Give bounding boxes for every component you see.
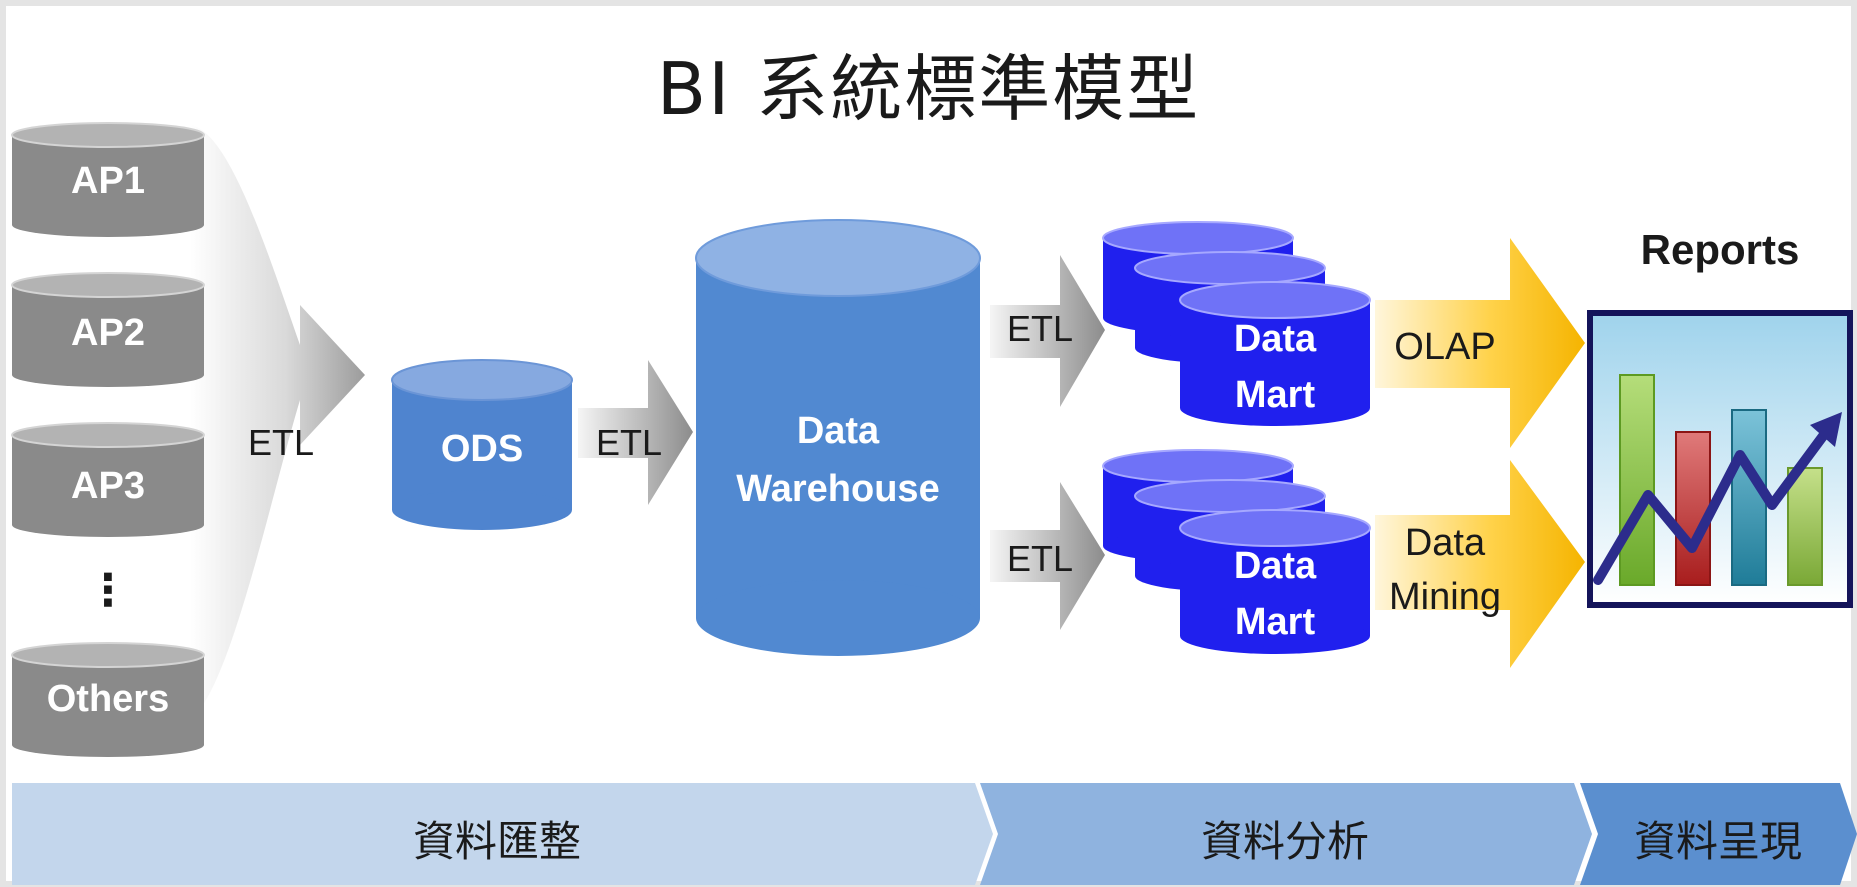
phase-label-presentation: 資料呈現 — [1633, 817, 1802, 866]
source-label-ap2: AP2 — [71, 312, 145, 354]
data-mart-stack-bottom — [1102, 449, 1371, 654]
mart-top-label-line1: Data — [1233, 318, 1317, 360]
olap-arrow — [1375, 238, 1585, 448]
olap-label: OLAP — [1394, 326, 1496, 368]
more-sources-ellipsis: ⋮ — [86, 566, 130, 615]
funnel-arrow — [190, 125, 365, 720]
phase-label-analysis: 資料分析 — [1200, 817, 1369, 866]
etl-label-mart-bottom: ETL — [1006, 538, 1074, 579]
mining-arrow — [1375, 460, 1585, 668]
mining-label-line2: Mining — [1389, 576, 1501, 618]
etl-label-sources: ETL — [247, 422, 315, 463]
phase-bar-1 — [12, 783, 993, 885]
ods-cylinder — [391, 359, 573, 530]
phase-bar-3 — [1580, 783, 1857, 885]
etl-label-mart-top: ETL — [1006, 308, 1074, 349]
source-cylinder-others — [11, 642, 205, 757]
mining-label-line1: Data — [1404, 522, 1486, 564]
source-cylinder-ap1 — [11, 122, 205, 237]
reports-label: Reports — [1640, 226, 1800, 273]
warehouse-label-line1: Data — [796, 410, 880, 452]
etl-arrow-mart-bottom — [990, 482, 1105, 630]
etl-arrow-mart-top — [990, 255, 1105, 407]
mart-bottom-label-line2: Mart — [1234, 601, 1316, 643]
source-label-others: Others — [46, 678, 170, 720]
etl-arrow-ods-warehouse — [578, 360, 693, 505]
mart-bottom-label-line1: Data — [1233, 545, 1317, 587]
source-cylinder-ap3 — [11, 422, 205, 537]
source-label-ap3: AP3 — [71, 465, 145, 507]
page-title: BI 系統標準模型 — [656, 47, 1201, 131]
phase-bar-2 — [980, 783, 1592, 885]
reports-chart — [1587, 310, 1853, 608]
warehouse-cylinder — [695, 219, 981, 656]
phase-label-consolidation: 資料匯整 — [412, 817, 581, 866]
mart-top-label-line2: Mart — [1234, 374, 1316, 416]
data-mart-stack-top — [1102, 221, 1371, 426]
etl-label-ods: ETL — [595, 422, 663, 463]
source-cylinder-ap2 — [11, 272, 205, 387]
ods-label: ODS — [440, 428, 524, 470]
source-label-ap1: AP1 — [71, 160, 145, 202]
warehouse-label-line2: Warehouse — [736, 468, 940, 510]
